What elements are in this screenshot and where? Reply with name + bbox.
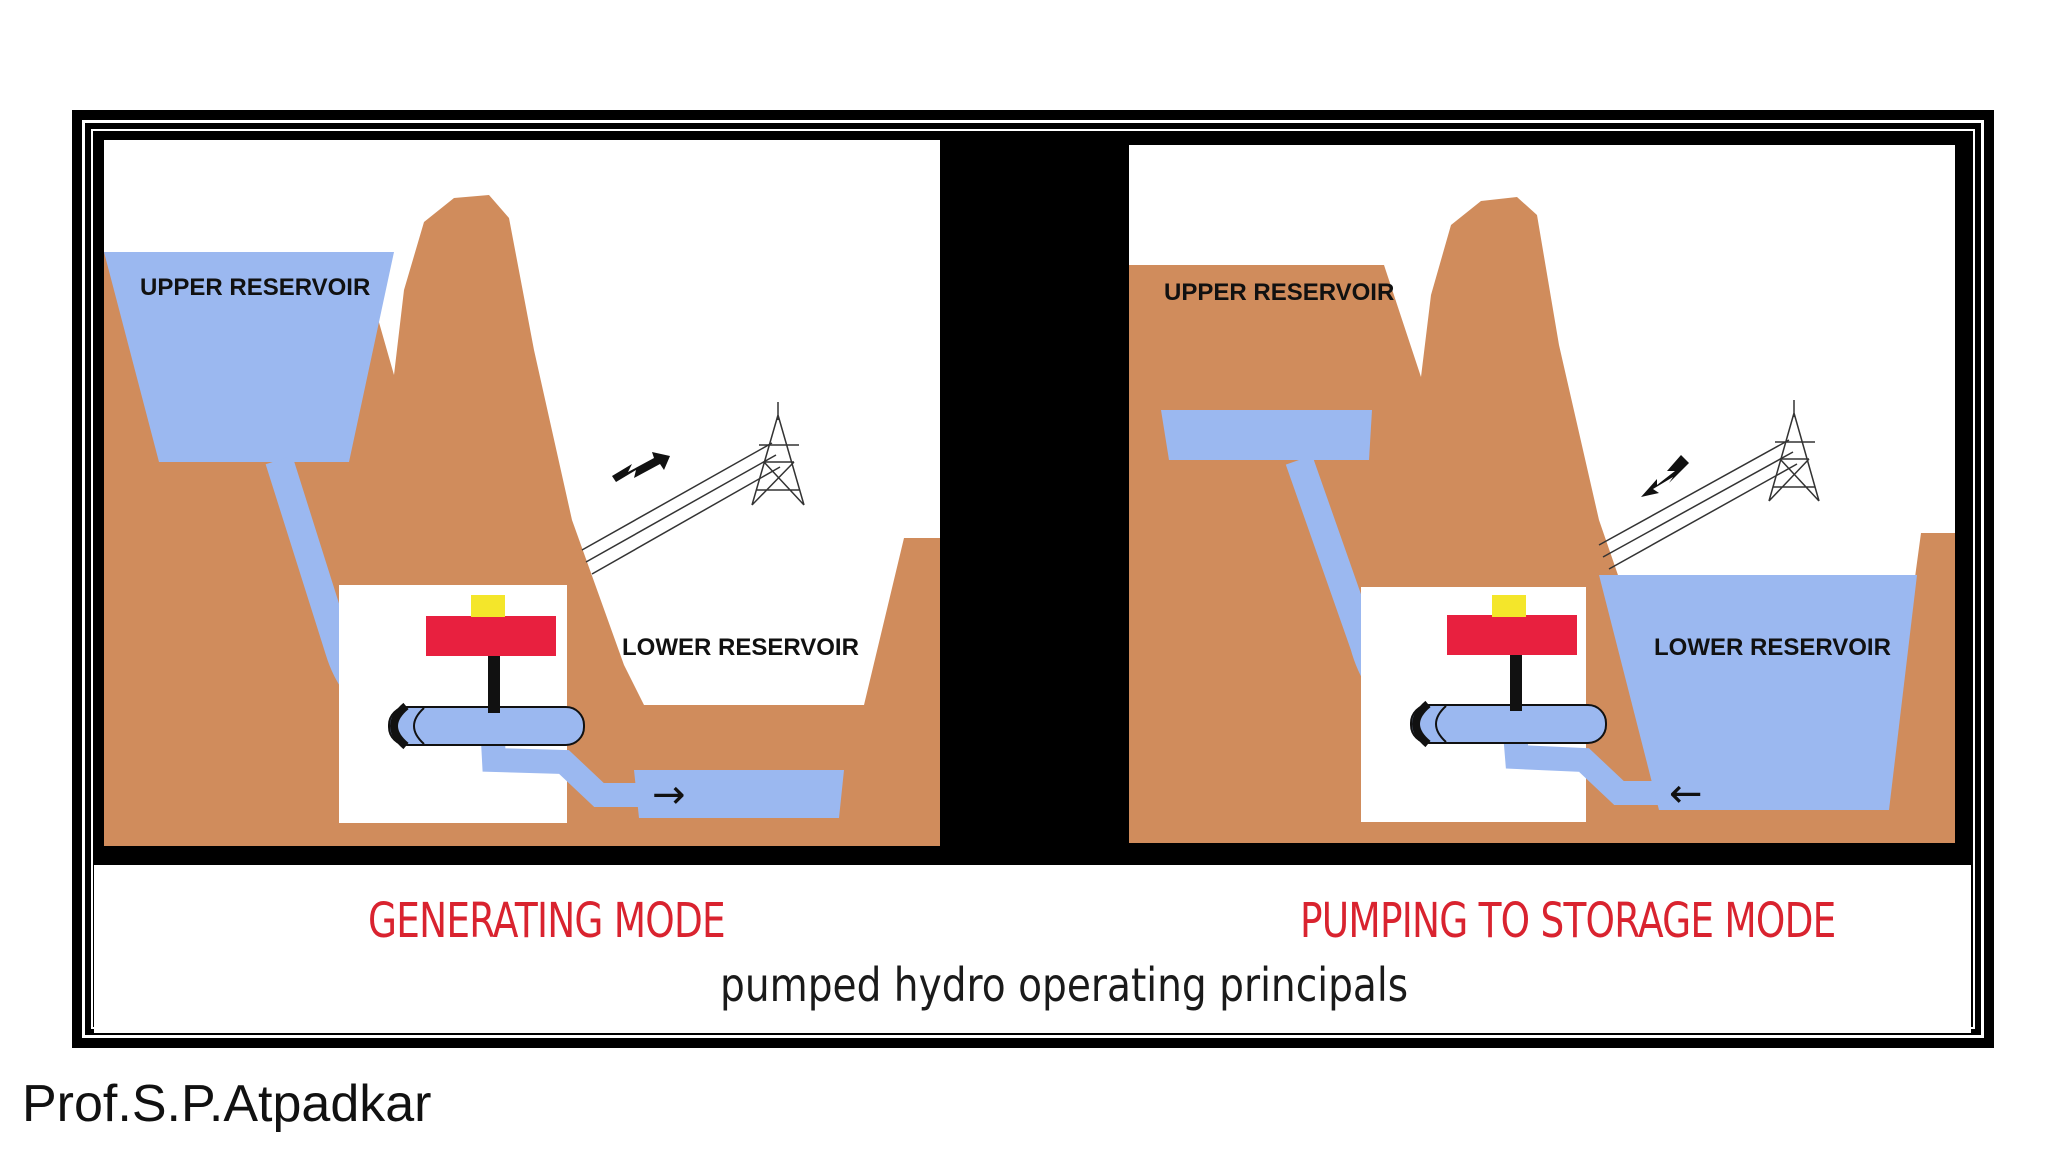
lower-reservoir-label: LOWER RESERVOIR [1654, 634, 1891, 661]
generator [1447, 615, 1577, 655]
generator [426, 616, 556, 656]
lower-reservoir-water [1599, 575, 1917, 810]
transmission-tower-icon [1768, 400, 1820, 502]
exciter [1492, 595, 1526, 617]
turbine-inlet-icon [1412, 700, 1431, 748]
transmission-tower-icon [751, 402, 805, 506]
upper-reservoir-water [1161, 410, 1372, 460]
caption-band [94, 865, 1971, 1033]
tailrace-pipe [480, 721, 664, 807]
pumping-mode-diagram: ← UPPER RESERVOIR LOWER RESERVOIR [1129, 145, 1955, 843]
author-credit: Prof.S.P.Atpadkar [22, 1075, 432, 1133]
upper-reservoir-label: UPPER RESERVOIR [1164, 279, 1394, 306]
diagram-caption: pumped hydro operating principals [720, 958, 1409, 1012]
lower-reservoir-label: LOWER RESERVOIR [622, 634, 859, 661]
flow-arrow-icon: → [652, 772, 686, 818]
turbine-inlet-icon [390, 702, 409, 750]
generating-mode-diagram: → UPPER RESERVOIR LOWER RESERVOIR [104, 140, 940, 846]
exciter [471, 595, 505, 617]
power-in-arrow-icon [1641, 455, 1689, 497]
earth-terrain [1129, 197, 1955, 843]
pumping-mode-label: PUMPING TO STORAGE MODE [1300, 893, 1836, 949]
flow-arrow-icon: ← [1669, 771, 1703, 817]
tailrace-pipe [1502, 719, 1669, 805]
upper-reservoir-water [104, 252, 394, 462]
lower-reservoir-water [634, 770, 844, 818]
upper-reservoir-label: UPPER RESERVOIR [140, 274, 370, 301]
power-out-arrow-icon [612, 452, 670, 482]
generating-mode-label: GENERATING MODE [368, 893, 726, 949]
